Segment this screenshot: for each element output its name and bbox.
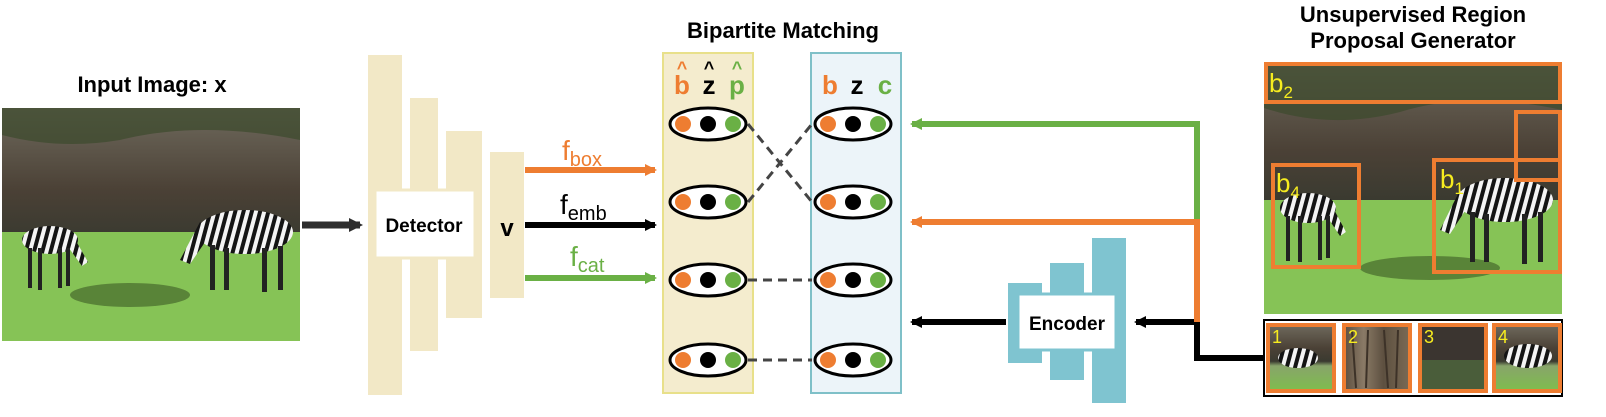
proposal-box-b4	[1271, 163, 1361, 269]
svg-text:c: c	[878, 70, 892, 100]
zebra-small-icon	[1280, 193, 1346, 262]
category-target-arrow	[910, 118, 1200, 225]
svg-text:z: z	[703, 70, 716, 100]
zebra-left-icon	[22, 226, 88, 290]
prediction-nodes	[668, 106, 748, 378]
input-image	[2, 108, 300, 341]
target-panel	[810, 52, 902, 394]
svg-text:p: p	[729, 70, 745, 100]
crop-number: 2	[1348, 327, 1358, 347]
zebra-large-icon	[1440, 178, 1553, 264]
encoder-block	[1008, 238, 1126, 403]
crop-thumbnail	[1418, 323, 1488, 393]
svg-text:z: z	[851, 70, 864, 100]
prediction-node	[668, 262, 748, 298]
zebra-right-icon	[180, 210, 293, 292]
box-target-arrow	[910, 216, 1200, 322]
proposal-box-b2	[1264, 62, 1562, 104]
fcat-label: fcat	[570, 241, 605, 277]
generator-title-line1: Unsupervised Region	[1300, 2, 1526, 27]
prediction-node	[668, 342, 748, 378]
crop-thumbnail	[1342, 323, 1412, 393]
generator-title-line2: Proposal Generator	[1310, 28, 1516, 53]
target-node	[813, 262, 893, 298]
box-label-b4: b4	[1276, 168, 1300, 202]
crop-thumbnail	[1266, 323, 1336, 393]
input-image-title: Input Image: x	[77, 72, 227, 97]
target-node	[813, 342, 893, 378]
svg-text:b: b	[822, 70, 838, 100]
box-label-b1: b1	[1440, 164, 1464, 198]
prediction-headers: b ^ z ^ p ^	[674, 58, 745, 100]
femb-label: femb	[560, 189, 607, 225]
svg-text:^: ^	[704, 58, 715, 78]
proposal-box-small	[1514, 110, 1562, 182]
crops-to-encoder-arrow	[1134, 316, 1263, 361]
detector-block	[368, 55, 524, 395]
svg-text:^: ^	[677, 58, 688, 78]
prediction-node	[668, 106, 748, 142]
box-label-b2: b2	[1269, 68, 1293, 102]
target-node	[813, 184, 893, 220]
crops-strip	[1263, 319, 1563, 397]
crop-number: 1	[1272, 327, 1282, 347]
svg-text:b: b	[674, 70, 690, 100]
matching-lines	[746, 123, 814, 362]
prediction-panel	[662, 52, 754, 394]
detector-label: Detector	[385, 216, 463, 237]
crop-number: 3	[1424, 327, 1434, 347]
target-node	[813, 106, 893, 142]
encoder-label: Encoder	[1029, 314, 1106, 335]
crop-thumbnail	[1492, 323, 1562, 393]
crop-number: 4	[1498, 327, 1508, 347]
proposal-box-b1	[1432, 158, 1562, 274]
proposal-image	[1264, 62, 1562, 314]
svg-text:^: ^	[732, 58, 743, 78]
v-label: v	[500, 215, 514, 242]
target-headers: b z c	[822, 70, 892, 100]
prediction-node	[668, 184, 748, 220]
target-nodes	[813, 106, 893, 378]
fbox-label: fbox	[562, 135, 602, 171]
matching-title: Bipartite Matching	[687, 18, 879, 43]
